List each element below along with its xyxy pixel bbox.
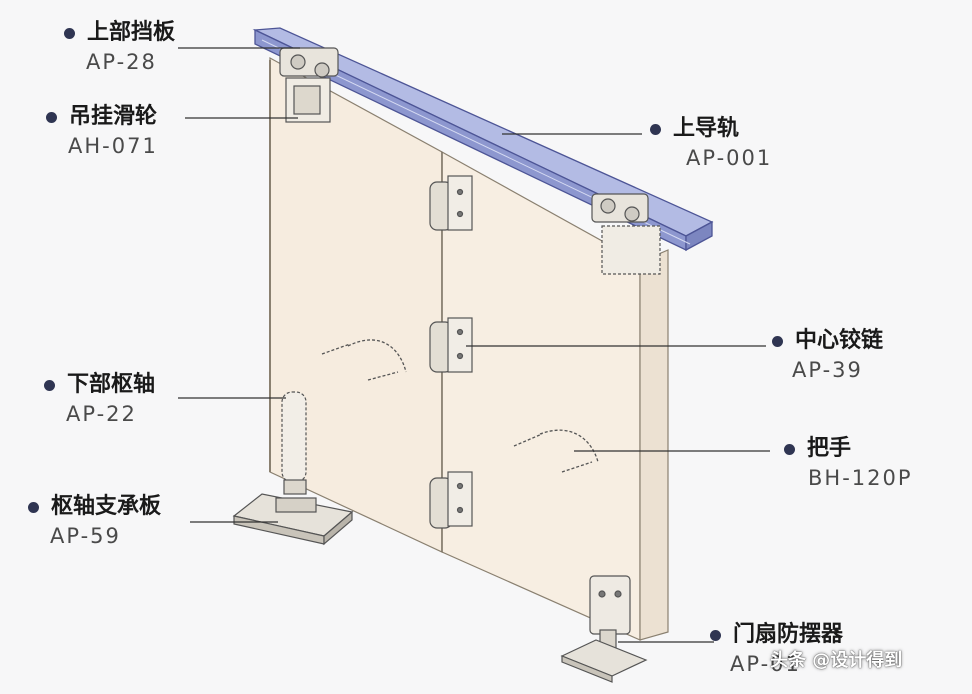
label-name: 枢轴支承板: [51, 494, 162, 519]
bottom-pivot: [281, 391, 307, 495]
label-code: BH-120P: [808, 466, 913, 490]
bullet-dot: [46, 111, 57, 123]
callout-top-rail: 上导轨 AP-001: [650, 116, 772, 171]
handle-left: [321, 339, 407, 381]
bullet-dot: [772, 335, 783, 347]
callout-bottom-pivot: 下部枢轴 AP-22: [44, 372, 155, 427]
callout-handle: 把手 BH-120P: [784, 436, 913, 491]
handle-right: [513, 429, 599, 473]
label-code: AP-59: [50, 524, 121, 548]
label-name: 中心铰链: [795, 328, 884, 353]
callout-hanging-roller: 吊挂滑轮 AH-071: [46, 104, 158, 159]
label-code: AH-071: [68, 134, 158, 158]
door-stabilizer: [560, 575, 648, 683]
top-rail: [252, 27, 714, 252]
callout-top-baffle: 上部挡板 AP-28: [64, 20, 175, 75]
label-name: 上部挡板: [87, 20, 176, 45]
label-code: AP-22: [66, 402, 137, 426]
callout-pivot-plate: 枢轴支承板 AP-59: [28, 494, 161, 549]
label-name: 门扇防摆器: [733, 622, 844, 647]
bullet-dot: [650, 123, 661, 135]
pivot-support-plate: [232, 493, 354, 546]
label-code: AP-01: [730, 652, 801, 676]
label-code: AP-39: [792, 358, 863, 382]
watermark: 头条 @设计得到: [770, 650, 903, 671]
bullet-dot: [64, 27, 75, 39]
bullet-dot: [28, 501, 39, 513]
hinge-bottom: [429, 471, 473, 529]
hanging-roller-right: [591, 193, 661, 275]
door-edge: [639, 249, 669, 641]
label-name: 下部枢轴: [67, 372, 156, 397]
leader-lines: [178, 47, 770, 643]
hinge-top: [429, 175, 473, 231]
hinge-middle: [429, 317, 473, 373]
hanging-roller-left: [279, 47, 339, 123]
callout-center-hinge: 中心铰链 AP-39: [772, 328, 883, 383]
bullet-dot: [784, 443, 795, 455]
bullet-dot: [44, 379, 55, 391]
bullet-dot: [710, 629, 721, 641]
callout-door-stabilizer: 门扇防摆器 AP-01: [710, 622, 843, 677]
label-name: 吊挂滑轮: [69, 104, 158, 129]
label-name: 上导轨: [673, 116, 740, 141]
label-name: 把手: [807, 436, 852, 461]
label-code: AP-001: [686, 146, 773, 170]
label-code: AP-28: [86, 50, 157, 74]
door-assembly: [232, 27, 714, 683]
